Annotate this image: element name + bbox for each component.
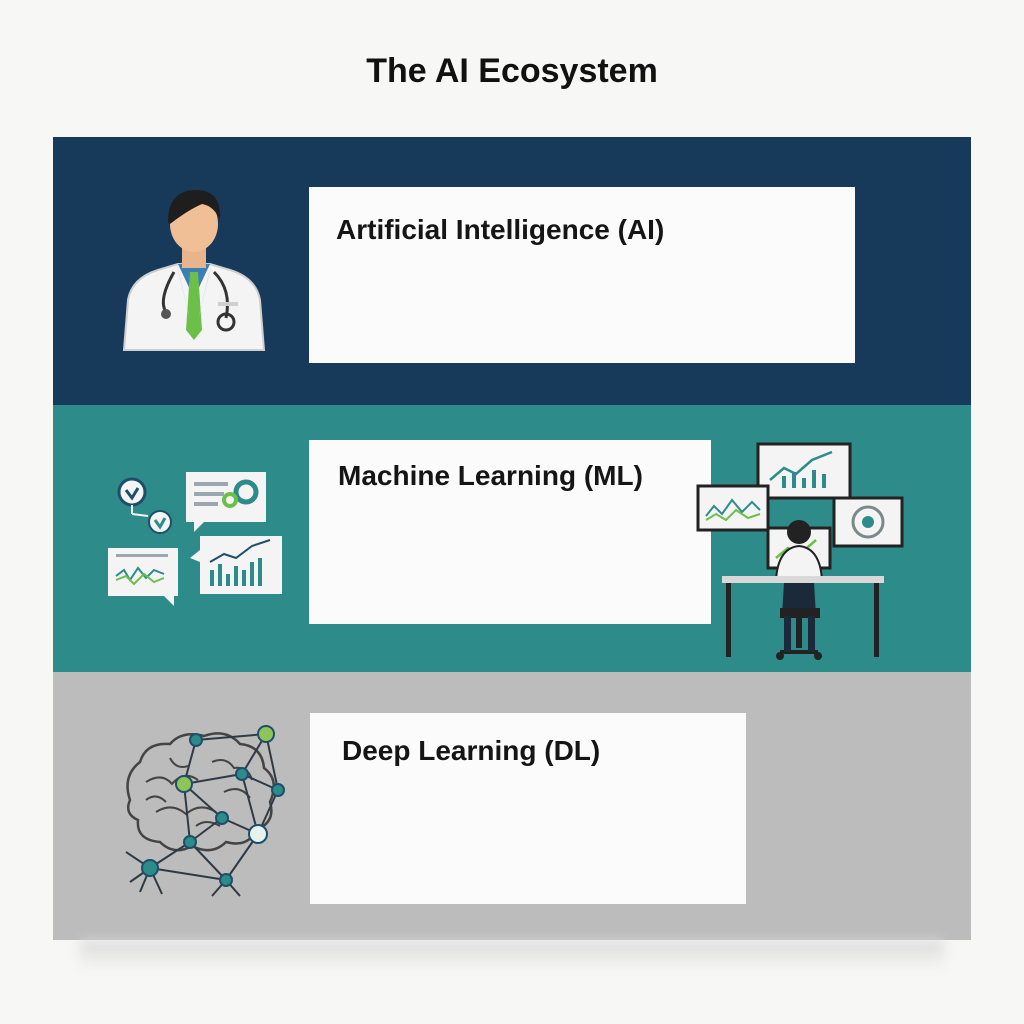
- doctor-icon: [122, 190, 266, 351]
- layer-ml-label: Machine Learning (ML): [338, 460, 643, 491]
- bottom-shadow: [80, 940, 944, 970]
- layer-dl-label: Deep Learning (DL): [342, 735, 601, 766]
- neural-brain-icon: [125, 725, 285, 897]
- data-analyst-workstation-icon: [696, 442, 904, 660]
- layer-dl-card: Deep Learning (DL): [310, 713, 746, 904]
- page-title: The AI Ecosystem: [366, 52, 658, 90]
- layer-ai-card: Artificial Intelligence (AI): [309, 187, 855, 363]
- analytics-icon: [108, 472, 282, 606]
- layer-ml-card: Machine Learning (ML): [309, 440, 711, 624]
- layer-ai-label: Artificial Intelligence (AI): [336, 214, 665, 245]
